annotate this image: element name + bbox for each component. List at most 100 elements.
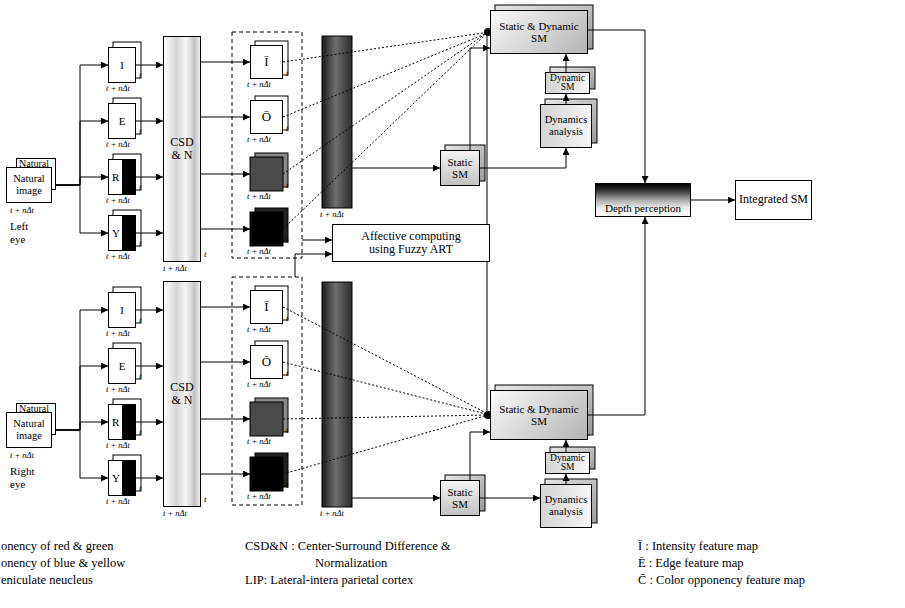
- legend-text: onency of red & green: [1, 538, 113, 555]
- connector: [52, 185, 108, 233]
- time-label: t + nΔt: [106, 441, 130, 450]
- node-text: Ī: [264, 300, 268, 315]
- time-label: t + nΔt: [106, 196, 130, 205]
- feature-map: Ō: [250, 100, 283, 134]
- wire: [352, 498, 440, 499]
- time-label: t: [139, 71, 142, 81]
- legend-text: Ē : Edge feature map: [638, 555, 744, 572]
- channel-box: E: [108, 103, 136, 139]
- connector: [52, 430, 108, 478]
- node-text: CSD & N: [167, 381, 197, 408]
- legend-text: CSD&N : Center-Surround Difference & Nor…: [245, 538, 505, 572]
- node-text: Y: [112, 227, 120, 239]
- wire: [295, 254, 332, 277]
- connector: [566, 440, 567, 452]
- channel-box: Y: [108, 215, 136, 251]
- channel-box: R: [108, 404, 136, 440]
- dotted-connector: [283, 362, 490, 415]
- node-text: Natural image: [9, 418, 49, 442]
- time-label: t + nΔt: [10, 206, 34, 215]
- connectors: [52, 30, 735, 498]
- saliency-box: Dynamic SM: [545, 72, 590, 94]
- connector: [566, 94, 567, 104]
- time-label: t: [139, 372, 142, 382]
- eye-label: Right eye: [10, 465, 42, 490]
- node-text: Dynamic SM: [548, 74, 587, 93]
- dotted-connector: [283, 32, 490, 117]
- connector: [52, 310, 108, 430]
- color-map: [250, 402, 283, 436]
- time-label: t + nΔt: [106, 497, 130, 506]
- process-box: Dynamics analysis: [540, 484, 592, 528]
- legend-text: eniculate neucleus: [1, 572, 93, 589]
- time-label: t: [204, 495, 207, 505]
- color-map: [250, 157, 283, 191]
- channel-box: Y: [108, 460, 136, 496]
- connector: [136, 233, 163, 234]
- connector: [136, 310, 163, 311]
- node-text: Y: [112, 472, 120, 484]
- connector: [136, 65, 163, 66]
- time-label: t + nΔt: [247, 80, 271, 89]
- time-label: t: [139, 127, 142, 137]
- output-box: Integrated SM: [735, 180, 812, 220]
- eye-label: Left eye: [10, 220, 42, 245]
- time-label: t: [139, 239, 142, 249]
- connector: [588, 217, 645, 415]
- time-label: t + nΔt: [106, 329, 130, 338]
- saliency-box: Static & Dynamic SM: [490, 390, 588, 440]
- node-text: R: [112, 416, 119, 428]
- node-text: Static SM: [443, 156, 477, 181]
- time-label: t: [139, 183, 142, 193]
- connector: [691, 200, 735, 201]
- node-text: Static & Dynamic SM: [495, 20, 583, 45]
- time-label: t + nΔt: [106, 252, 130, 261]
- time-label: t: [286, 369, 289, 379]
- legend-text: C̄ : Color opponency feature map: [638, 572, 805, 589]
- channel-box: E: [108, 348, 136, 384]
- connector: [52, 177, 108, 185]
- node-text: Ī: [264, 55, 268, 70]
- time-label: t + nΔt: [247, 247, 271, 256]
- node-text: Dynamics analysis: [543, 494, 589, 518]
- lip-bar: [322, 36, 352, 208]
- node-text: Static SM: [443, 486, 477, 511]
- time-label: t + nΔt: [106, 140, 130, 149]
- image-frame: Natural image: [6, 412, 52, 448]
- wire: [201, 419, 250, 420]
- dotted-connector: [283, 307, 490, 415]
- node-text: E: [119, 115, 126, 127]
- time-label: t + nΔt: [106, 84, 130, 93]
- connector: [136, 121, 163, 122]
- csd-band: CSD & N: [163, 281, 201, 507]
- time-label: t: [286, 426, 289, 436]
- channel-box: R: [108, 159, 136, 195]
- connector: [480, 498, 540, 499]
- lip-bar: [322, 282, 352, 507]
- node-text: Natural image: [9, 173, 49, 197]
- connector: [136, 478, 163, 479]
- node-text: Integrated SM: [739, 193, 808, 206]
- legend-text: LIP: Lateral-intera parietal cortex: [245, 572, 413, 589]
- time-label: t: [139, 316, 142, 326]
- wire: [352, 168, 440, 169]
- time-label: t + nΔt: [163, 264, 187, 273]
- process-box: Depth perception: [595, 183, 691, 217]
- time-label: t + nΔt: [247, 325, 271, 334]
- node-text: Ō: [262, 355, 271, 370]
- time-label: t: [204, 250, 207, 260]
- time-label: t + nΔt: [163, 509, 187, 518]
- connector: [588, 30, 645, 183]
- dotted-wire: [283, 415, 488, 474]
- image-frame: Natural image: [6, 167, 52, 203]
- node-text: Depth perception: [605, 202, 681, 214]
- dotted-wire: [283, 32, 488, 229]
- saliency-box: Dynamic SM: [545, 452, 590, 474]
- node-text: Dynamics analysis: [543, 114, 589, 138]
- connector: [52, 422, 108, 430]
- time-label: t: [286, 124, 289, 134]
- time-label: t + nΔt: [247, 135, 271, 144]
- time-label: t + nΔt: [247, 492, 271, 501]
- time-label: t + nΔt: [106, 385, 130, 394]
- channel-box: I: [108, 292, 136, 328]
